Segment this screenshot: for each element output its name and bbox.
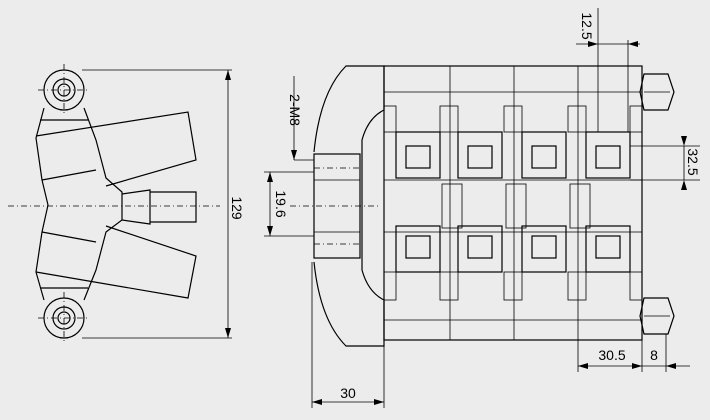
dim-terminal-width: 8: [650, 347, 658, 363]
lower-arm: [35, 225, 197, 299]
contacts-upper: [395, 131, 631, 179]
front-view: 30 2-M8 19.6 12.5: [264, 8, 701, 408]
dimension-129: [82, 69, 232, 339]
dimension-30: [311, 262, 385, 408]
dimension-19-6: [264, 171, 314, 237]
side-view: 129: [8, 64, 245, 344]
bolt-leader: [291, 76, 314, 161]
switch-body: [383, 65, 643, 341]
nut-bottom: [639, 297, 675, 335]
terminals-bottom: [383, 271, 643, 301]
bracket-outline: [35, 107, 123, 301]
dim-shaft-dia: 19.6: [273, 190, 289, 217]
dim-pitch-top: 12.5: [579, 12, 595, 39]
dim-pitch-side: 32.5: [685, 148, 701, 175]
dim-module-pitch: 30.5: [598, 347, 625, 363]
dimension-30-5-8: [577, 334, 690, 372]
dimension-32-5: [630, 136, 700, 190]
dim-mount-width: 30: [340, 385, 356, 401]
upper-arm: [35, 111, 197, 187]
top-bolt: [38, 64, 90, 116]
shaft: [121, 189, 197, 225]
dimension-12-5: [576, 8, 640, 132]
dim-bolt-spec: 2-M8: [287, 94, 303, 126]
mount-flange: [313, 65, 385, 347]
terminals-top: [383, 105, 643, 133]
nut-top: [639, 73, 675, 111]
bottom-bolt: [38, 292, 90, 344]
dim-overall-height: 129: [229, 196, 245, 220]
contacts-lower: [395, 225, 631, 273]
